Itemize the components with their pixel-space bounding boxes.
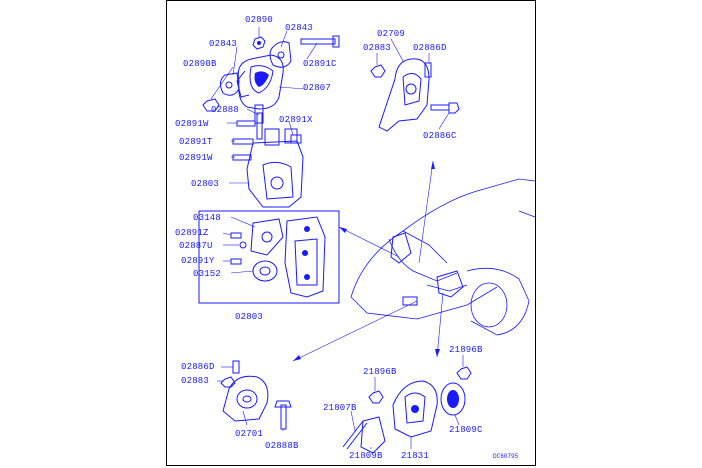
bolt-02886D-top[interactable]	[424, 62, 432, 78]
label-02886D-bottom: 02886D	[181, 362, 215, 372]
small-parts-02891Z-02887U-02891Y[interactable]	[230, 232, 247, 265]
label-02701: 02701	[235, 429, 264, 439]
label-21831: 21831	[401, 451, 430, 461]
label-02888B: 02888B	[265, 441, 299, 451]
label-02807: 02807	[303, 83, 332, 93]
label-02803-box: 02803	[235, 312, 264, 322]
vehicle-body-outline	[350, 178, 536, 336]
drawing-code: DC60795	[493, 453, 519, 460]
part-21809C[interactable]	[440, 382, 466, 416]
label-02891Y: 02891Y	[181, 256, 215, 266]
nut-21896B-right[interactable]	[456, 366, 472, 380]
nut-21896B-bottom[interactable]	[368, 390, 384, 404]
label-03148: 03148	[193, 213, 222, 223]
mount-02701[interactable]	[220, 360, 269, 422]
nut-02890B[interactable]	[202, 98, 220, 112]
mount-21831[interactable]	[392, 380, 438, 438]
nut-02890[interactable]	[252, 36, 266, 50]
label-02890B: 02890B	[183, 59, 217, 69]
bolt-02888B[interactable]	[274, 400, 292, 430]
label-21896B-bottom: 21896B	[363, 367, 397, 377]
label-02890: 02890	[245, 15, 274, 25]
mount-02709[interactable]	[378, 58, 430, 132]
bolt-02888[interactable]	[256, 112, 263, 140]
bracket-02843-right[interactable]	[269, 41, 292, 68]
leader-lines	[210, 27, 464, 449]
label-02886C: 02886C	[423, 131, 457, 141]
bracket-21809B[interactable]	[360, 416, 386, 454]
label-02843-right: 02843	[285, 23, 314, 33]
label-02891T: 02891T	[179, 137, 213, 147]
label-02883-bottom: 02883	[181, 376, 210, 386]
diagram-drawing	[198, 27, 536, 454]
bracket-02803-box[interactable]	[284, 216, 326, 298]
bracket-03148[interactable]	[250, 218, 284, 256]
label-02883-top: 02883	[363, 43, 392, 53]
label-02888: 02888	[211, 105, 240, 115]
label-02887U: 02887U	[179, 241, 213, 251]
label-03152: 03152	[193, 269, 222, 279]
assembly-box-02803	[198, 210, 340, 304]
bracket-02843-left[interactable]	[219, 72, 240, 96]
bolt-02886C[interactable]	[430, 102, 460, 114]
bushing-03152[interactable]	[252, 260, 278, 282]
label-02709: 02709	[377, 29, 406, 39]
bolt-02891C[interactable]	[300, 35, 340, 48]
label-02891C: 02891C	[303, 59, 337, 69]
bolts-02891-group[interactable]	[232, 120, 302, 161]
label-02891W-top: 02891W	[175, 119, 209, 129]
label-21896B-right: 21896B	[449, 345, 483, 355]
label-21809B: 21809B	[349, 451, 383, 461]
bracket-02803-top[interactable]	[246, 128, 304, 208]
callout-arrows	[292, 160, 444, 362]
bolt-21807B[interactable]	[342, 420, 368, 450]
label-02891W-bottom: 02891W	[179, 153, 213, 163]
label-02803-top: 02803	[191, 179, 220, 189]
label-02843-left: 02843	[209, 39, 238, 49]
label-02891Z: 02891Z	[175, 228, 209, 238]
label-02886D-top: 02886D	[413, 43, 447, 53]
label-21807B: 21807B	[323, 403, 357, 413]
label-02891X: 02891X	[279, 115, 313, 125]
label-21809C: 21809C	[449, 425, 483, 435]
parts-diagram-sheet: 02890 02843 02843 02891C 02890B 02807 02…	[166, 0, 536, 466]
nut-02883-top[interactable]	[370, 64, 386, 78]
